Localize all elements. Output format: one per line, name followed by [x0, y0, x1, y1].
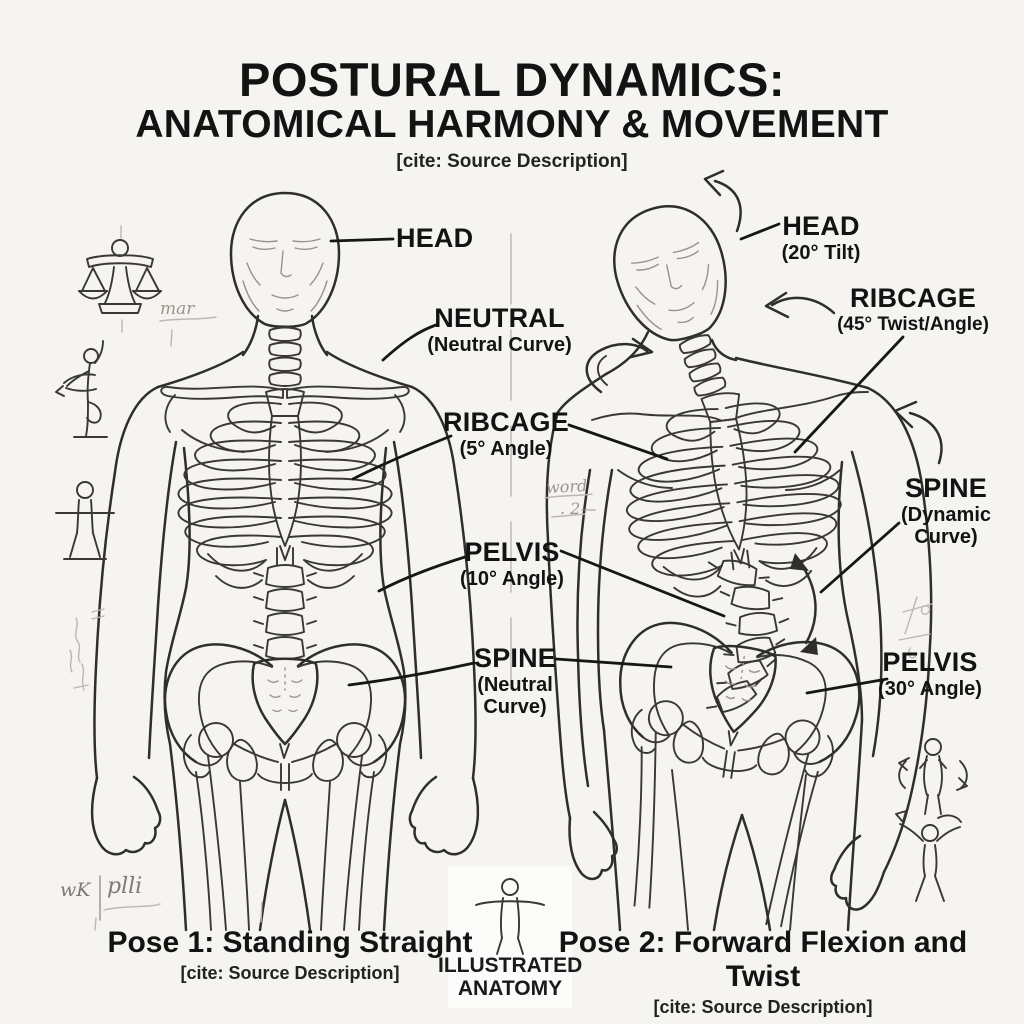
handwritten-signature: plli	[107, 874, 143, 899]
caption-title: Pose 2: Forward Flexion and Twist	[558, 926, 968, 993]
label-fig1-ribcage: RIBCAGE (5° Angle)	[436, 407, 576, 461]
label-title: RIBCAGE	[850, 283, 976, 313]
leader-lines	[329, 222, 905, 695]
label-title: RIBCAGE	[443, 407, 569, 437]
caption-pose1: Pose 1: Standing Straight [cite: Source …	[75, 926, 505, 984]
margin-scribble-left	[69, 608, 105, 691]
label-title: SPINE	[473, 643, 557, 673]
label-sub: (Neutral Curve)	[477, 674, 553, 718]
center-note-underline	[544, 493, 593, 518]
logo-line1: ILLUSTRATED	[438, 954, 583, 977]
fraction-scribble-right	[898, 596, 933, 659]
handwritten-note: . 2—	[560, 499, 597, 518]
handwritten-note: word	[545, 475, 588, 498]
logo-figure-icon	[448, 866, 572, 1008]
label-fig2-spine: SPINE (Dynamic Curve)	[884, 473, 1008, 548]
poster-title-line2: ANATOMICAL HARMONY & MOVEMENT	[135, 102, 889, 146]
logo-wordmark: ILLUSTRATED ANATOMY	[438, 954, 582, 1000]
label-fig2-pelvis: PELVIS (30° Angle)	[866, 647, 994, 701]
poster-title-cite: [cite: Source Description]	[396, 151, 628, 173]
label-title: HEAD	[396, 223, 474, 253]
arms-up-pose-icon	[895, 810, 962, 902]
handwritten-note: mar	[160, 299, 195, 319]
label-fig1-pelvis: PELVIS (10° Angle)	[442, 537, 582, 591]
figure2-forward-flexion	[545, 191, 933, 933]
caption-cite: [cite: Source Description]	[180, 963, 400, 983]
label-fig1-spine: SPINE (Neutral Curve)	[457, 643, 573, 718]
title-block: POSTURAL DYNAMICS: ANATOMICAL HARMONY & …	[0, 53, 1024, 173]
handwritten-signature: wK	[60, 879, 91, 901]
label-sub: (5° Angle)	[459, 438, 553, 461]
balance-scale-icon	[78, 225, 162, 333]
up-arrow-spine-icon	[893, 400, 943, 465]
label-sub: (20° Tilt)	[781, 242, 861, 265]
rotation-arrow-top-icon	[703, 169, 742, 233]
label-fig2-head: HEAD (20° Tilt)	[760, 211, 882, 265]
label-sub: (Dynamic Curve)	[900, 504, 992, 548]
logo-line2: ANATOMY	[457, 977, 563, 1001]
caption-cite: [cite: Source Description]	[653, 997, 873, 1017]
hip-rotation-icon	[898, 738, 968, 815]
label-sub: (10° Angle)	[460, 568, 564, 591]
caption-pose2: Pose 2: Forward Flexion and Twist [cite:…	[548, 926, 978, 1018]
small-tick	[260, 901, 263, 923]
label-title: PELVIS	[882, 647, 978, 677]
twist-arrow-neck-icon	[764, 291, 836, 319]
signature-marks	[94, 875, 161, 931]
label-title: NEUTRAL	[434, 303, 565, 333]
caption-title: Pose 1: Standing Straight	[107, 926, 473, 959]
label-fig2-ribcage: RIBCAGE (45° Twist/Angle)	[828, 283, 998, 336]
twist-pose-icon	[55, 340, 108, 438]
flex-arrow-lumbar-icon	[790, 553, 818, 655]
label-title: HEAD	[782, 211, 860, 241]
note-underline	[159, 316, 217, 347]
t-pose-icon	[55, 481, 115, 560]
label-fig1-head: HEAD	[396, 223, 506, 253]
label-sub: (45° Twist/Angle)	[837, 314, 989, 336]
swirl-arrow-shoulder-icon	[585, 337, 654, 394]
label-sub: (30° Angle)	[878, 678, 982, 701]
label-title: SPINE	[904, 473, 988, 503]
label-title: PELVIS	[464, 537, 560, 567]
figure1-standing-straight	[90, 191, 480, 932]
label-fig1-neutral: NEUTRAL (Neutral Curve)	[427, 303, 572, 357]
poster-title-line1: POSTURAL DYNAMICS:	[238, 53, 786, 106]
label-sub: (Neutral Curve)	[427, 334, 572, 357]
